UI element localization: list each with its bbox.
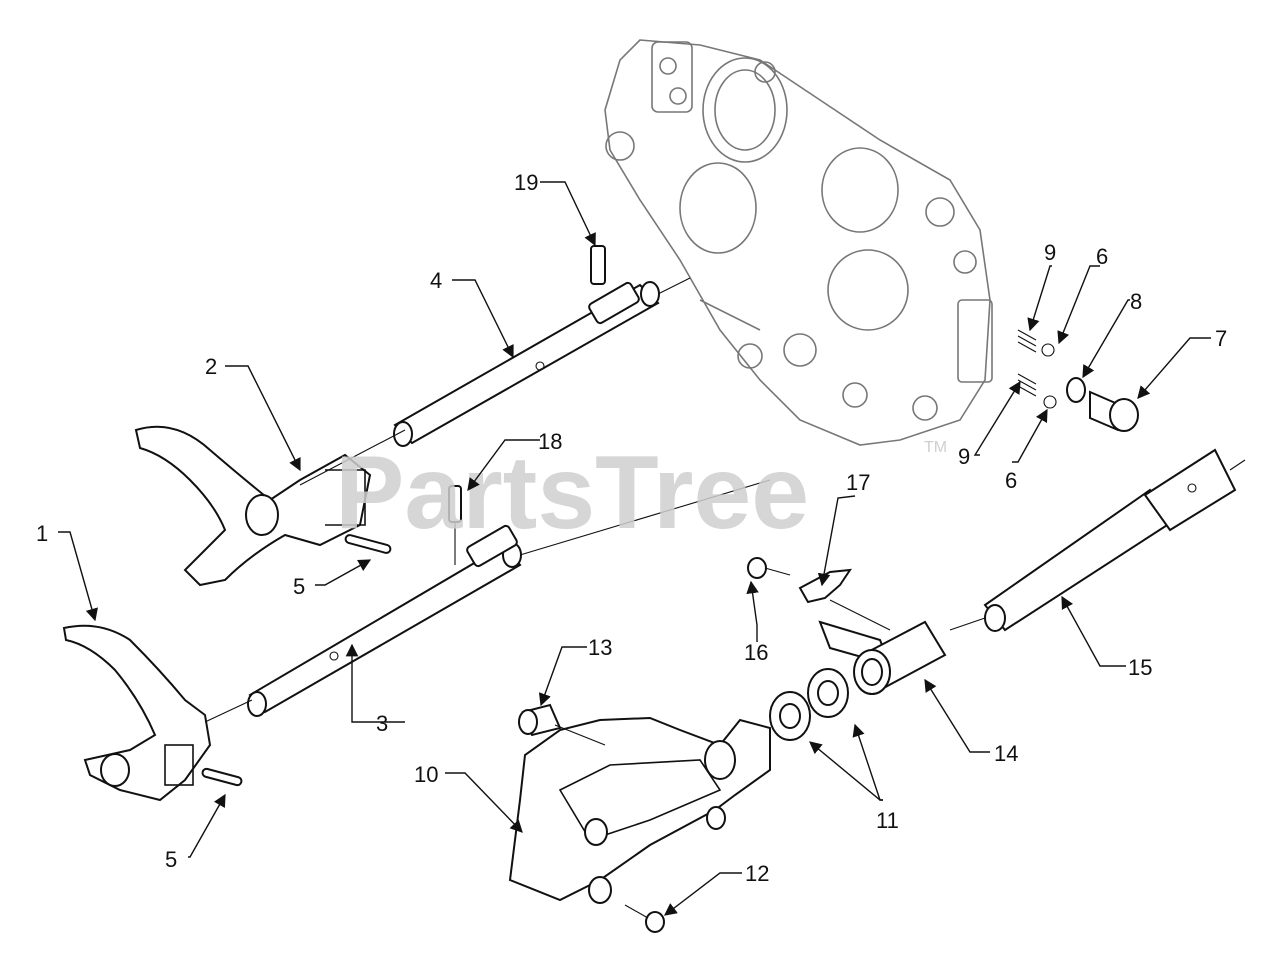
watermark-trademark: TM [924, 439, 947, 456]
callout-19: 19 [514, 170, 538, 195]
screw-16 [747, 557, 791, 579]
shift-fork-2 [134, 425, 406, 587]
roll-pin-5-lower [201, 767, 243, 787]
screw-12 [624, 904, 665, 933]
callout-15: 15 [1128, 655, 1152, 680]
shift-rod-15 [949, 448, 1246, 632]
callout-7: 7 [1215, 326, 1227, 351]
watermark-text: PartsTree [335, 435, 809, 551]
shift-shaft-4 [393, 277, 691, 447]
callout-6b: 6 [1005, 468, 1017, 493]
washers-11 [769, 668, 849, 741]
detent-pin-18 [448, 485, 462, 565]
leader-lines [58, 181, 1211, 916]
callouts: 1 2 3 4 5 5 6 6 7 8 9 9 10 11 12 13 14 1… [36, 170, 1227, 886]
callout-16: 16 [744, 640, 768, 665]
callout-10: 10 [414, 762, 438, 787]
shift-fork-1 [62, 624, 253, 802]
callout-17: 17 [846, 470, 870, 495]
detent-assembly [1017, 329, 1139, 432]
bushing-13 [518, 703, 606, 746]
callout-4: 4 [430, 268, 442, 293]
callout-1: 1 [36, 521, 48, 546]
callout-13: 13 [588, 635, 612, 660]
callout-2: 2 [205, 354, 217, 379]
sleeve-14 [853, 620, 947, 695]
callout-3: 3 [376, 711, 388, 736]
callout-5a: 5 [293, 574, 305, 599]
callout-5b: 5 [165, 847, 177, 872]
callout-11: 11 [876, 808, 899, 833]
shift-shaft-3 [247, 479, 771, 717]
callout-9a: 9 [1044, 240, 1056, 265]
shift-lever-housing-10 [508, 716, 771, 904]
callout-12: 12 [745, 861, 769, 886]
callout-8: 8 [1130, 289, 1142, 314]
callout-9b: 9 [958, 444, 970, 469]
callout-14: 14 [994, 741, 1018, 766]
transmission-housing [604, 39, 993, 446]
detent-pin-19 [590, 245, 606, 285]
callout-6a: 6 [1096, 244, 1108, 269]
roll-pin-5-upper [344, 534, 392, 554]
callout-18: 18 [538, 429, 562, 454]
